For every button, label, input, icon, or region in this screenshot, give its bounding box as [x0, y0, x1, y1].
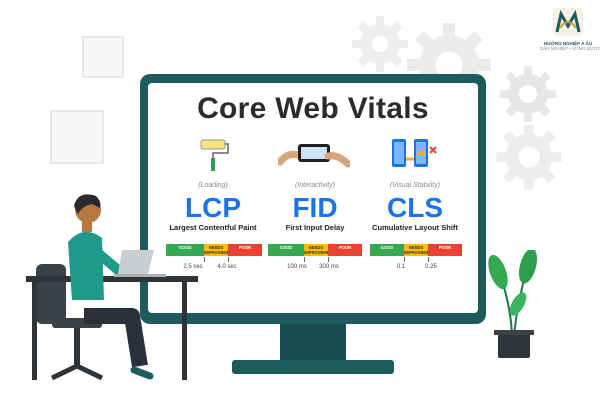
threshold-label: 2.5 sec	[183, 264, 203, 270]
metric-abbr: CLS	[387, 192, 443, 223]
threshold-bar-cls: GOOD NEEDS IMPROVEMENT POOR	[370, 244, 462, 256]
gear-icon	[500, 66, 556, 122]
threshold-label: 300 ms	[319, 264, 339, 270]
gear-icon	[352, 16, 408, 72]
metric-category: (Visual Stability)	[389, 182, 441, 189]
monitor-base	[232, 360, 394, 374]
bar-segment-poor: POOR	[228, 244, 262, 256]
metric-full-name: Cumulative Layout Shift	[372, 223, 458, 232]
metric-fid: (Interactivity) FID First Input Delay	[260, 182, 370, 232]
threshold-tick	[428, 257, 429, 262]
bar-segment-poor: POOR	[428, 244, 462, 256]
threshold-label: 0.1	[396, 264, 406, 270]
monitor-stand	[280, 324, 346, 366]
bar-segment-good: GOOD	[370, 244, 404, 256]
monitor-screen	[148, 83, 478, 313]
brand-logo: HƯỚNG NGHIỆP Á ÂU DẪN NGHIỆP • VỮNG BƯỚC	[540, 8, 600, 60]
metric-category: (Interactivity)	[294, 182, 336, 189]
logo-name: HƯỚNG NGHIỆP Á ÂU	[543, 41, 593, 46]
metric-abbr: FID	[292, 192, 338, 223]
person-at-laptop-illustration	[26, 194, 198, 381]
paint-roller-icon	[200, 139, 229, 171]
threshold-bar-fid: GOOD NEEDS IMPROVEMENT POOR	[268, 244, 362, 256]
threshold-tick	[228, 257, 229, 262]
metric-full-name: First Input Delay	[285, 223, 345, 232]
threshold-tick	[204, 257, 205, 262]
bar-segment-good: GOOD	[268, 244, 304, 256]
bar-segment-needs-improvement: NEEDS IMPROVEMENT	[304, 244, 336, 256]
metric-category: (Loading)	[198, 182, 228, 189]
phone-touch-icon	[278, 144, 350, 168]
page-title: Core Web Vitals	[197, 92, 429, 125]
threshold-tick	[304, 257, 305, 262]
bar-segment-needs-improvement: NEEDS IMPROVEMENT	[404, 244, 436, 256]
potted-plant-illustration	[488, 250, 538, 358]
decor-box	[82, 36, 124, 78]
threshold-label: 4.0 sec	[217, 264, 237, 270]
metric-cls: (Visual Stability) CLS Cumulative Layout…	[360, 182, 470, 232]
threshold-label: 100 ms	[287, 264, 307, 270]
threshold-label: 0.25	[425, 264, 437, 270]
logo-tagline: DẪN NGHIỆP • VỮNG BƯỚC	[540, 46, 600, 51]
threshold-tick	[328, 257, 329, 262]
bar-segment-good: GOOD	[166, 244, 204, 256]
decor-box	[50, 110, 104, 164]
gear-icon	[496, 124, 562, 190]
bar-segment-needs-improvement: NEEDS IMPROVEMENT	[204, 244, 236, 256]
threshold-tick	[404, 257, 405, 262]
metric-lcp: (Loading) LCP Largest Contentful Paint	[158, 182, 268, 232]
metric-abbr: LCP	[185, 192, 241, 223]
logo-icon	[553, 8, 583, 36]
threshold-bar-lcp: GOOD NEEDS IMPROVEMENT POOR	[166, 244, 262, 256]
layout-shift-icon	[392, 139, 437, 167]
bar-segment-poor: POOR	[328, 244, 362, 256]
metric-full-name: Largest Contentful Paint	[169, 223, 257, 232]
